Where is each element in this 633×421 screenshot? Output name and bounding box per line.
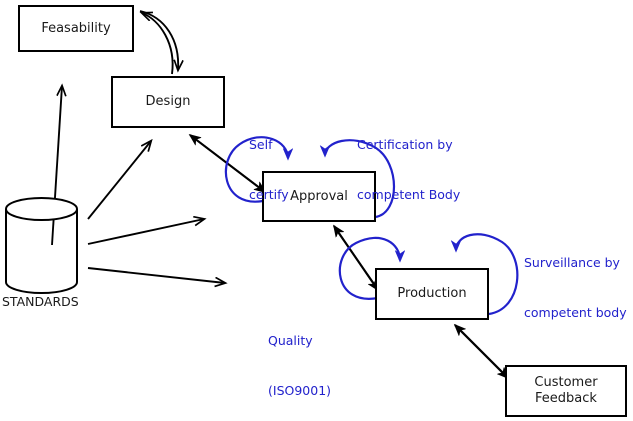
- annotation-self-certify: Self certify: [249, 104, 289, 236]
- flow-approval-to-production: [333, 225, 378, 290]
- annotation-certification-line1: Certification by: [357, 137, 453, 152]
- annotation-surveillance-by-competent-body: Surveillance by competent body: [524, 222, 627, 354]
- annotation-quality-line1: Quality: [268, 333, 313, 348]
- node-customer-feedback-label-line2: Feedback: [535, 391, 597, 406]
- node-standards-cylinder[interactable]: [4, 197, 80, 294]
- annotation-self-certify-line1: Self: [249, 137, 273, 152]
- flow-design-to-feasability: [142, 13, 174, 75]
- flow-standards-to-production: [87, 267, 225, 283]
- annotation-certification-by-competent-body: Certification by competent Body: [357, 104, 460, 236]
- flow-feasability-to-design: [139, 10, 178, 70]
- node-approval-label: Approval: [290, 188, 348, 204]
- annotation-surveillance-line1: Surveillance by: [524, 255, 620, 270]
- annotation-quality-iso9001-monitoring: Quality (ISO9001) monitoring: [268, 300, 336, 421]
- node-design-label: Design: [145, 94, 191, 109]
- node-customer-feedback-label-line1: Customer: [534, 375, 598, 390]
- node-standards-label: STANDARDS: [2, 294, 79, 309]
- flow-standards-to-design: [87, 141, 151, 220]
- annotation-quality-line2: (ISO9001): [268, 382, 332, 398]
- node-feasability[interactable]: Feasability: [18, 5, 134, 52]
- node-design[interactable]: Design: [111, 76, 225, 128]
- self-loop-approval-left: [224, 136, 288, 203]
- node-production[interactable]: Production: [375, 268, 489, 320]
- node-approval[interactable]: Approval: [262, 171, 376, 222]
- cylinder-shape: [5, 197, 78, 294]
- annotation-self-certify-line2: certify: [249, 186, 289, 202]
- self-loop-production-right: [456, 233, 519, 316]
- self-loop-production-left: [338, 236, 400, 300]
- self-loop-approval-right: [325, 139, 395, 219]
- node-customer-feedback[interactable]: Customer Feedback: [505, 365, 627, 417]
- node-production-label: Production: [397, 286, 467, 301]
- flow-standards-to-approval: [87, 219, 204, 245]
- annotation-certification-line2: competent Body: [357, 186, 461, 202]
- node-feasability-label: Feasability: [41, 20, 111, 36]
- flow-customer-feedback-to-production: [455, 325, 509, 379]
- annotation-surveillance-line2: competent body: [524, 304, 627, 320]
